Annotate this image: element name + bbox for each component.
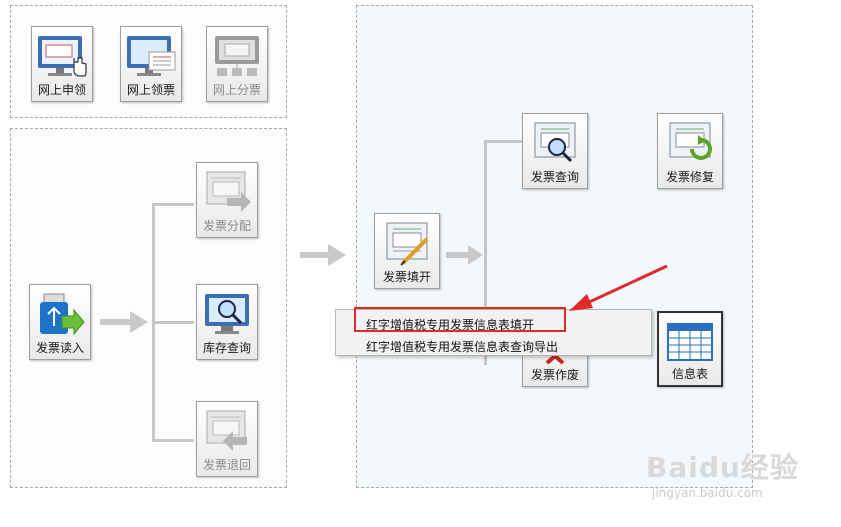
invoice-distribute-label: 发票分配 xyxy=(202,219,251,233)
invoice-read-label: 发票读入 xyxy=(35,341,84,355)
monitor-ticket-icon xyxy=(127,36,176,76)
watermark-logo: Baidu经验 xyxy=(646,451,799,484)
watermark-url: jingyan.baidu.com xyxy=(652,486,763,500)
invoice-repair-label: 发票修复 xyxy=(665,170,714,184)
invoice-query-button[interactable]: 发票查询 xyxy=(522,113,588,189)
menu-item-red-info-query-export[interactable]: 红字增值税专用发票信息表查询导出 xyxy=(366,340,559,354)
invoice-return-label: 发票退回 xyxy=(202,458,251,472)
monitor-hand-icon xyxy=(38,36,87,77)
invoice-distribute-icon xyxy=(206,171,251,212)
invoice-query-label: 发票查询 xyxy=(530,170,579,184)
right-flow-arrow xyxy=(446,245,483,265)
online-apply-button[interactable]: 网上申领 xyxy=(31,26,93,102)
online-receive-label: 网上领票 xyxy=(126,83,175,97)
usb-import-icon xyxy=(40,293,85,336)
invoice-fill-button[interactable]: 发票填开 xyxy=(374,213,440,289)
invoice-pen-icon xyxy=(386,222,429,266)
invoice-distribute-button[interactable]: 发票分配 xyxy=(196,162,258,238)
left-connector-mid xyxy=(152,321,194,324)
menu-item-red-info-fill[interactable]: 红字增值税专用发票信息表填开 xyxy=(366,318,535,332)
online-split-label: 网上分票 xyxy=(212,83,261,97)
stock-query-button[interactable]: 库存查询 xyxy=(196,284,258,360)
invoice-void-label: 发票作废 xyxy=(530,368,579,382)
invoice-fill-label: 发票填开 xyxy=(382,270,431,284)
online-split-button[interactable]: 网上分票 xyxy=(206,26,268,102)
online-receive-button[interactable]: 网上领票 xyxy=(120,26,182,102)
annotation-arrow-icon xyxy=(569,264,668,311)
network-ticket-icon xyxy=(215,36,259,76)
info-table-label: 信息表 xyxy=(671,367,708,381)
left-connector-top xyxy=(152,203,194,206)
info-table-button[interactable]: 信息表 xyxy=(657,311,723,387)
context-menu: 红字增值税专用发票信息表填开 红字增值税专用发票信息表查询导出 xyxy=(335,309,652,356)
invoice-read-button[interactable]: 发票读入 xyxy=(29,284,91,360)
stock-query-label: 库存查询 xyxy=(202,341,251,355)
table-icon xyxy=(667,323,713,361)
online-apply-label: 网上申领 xyxy=(37,83,86,97)
panel-transition-arrow xyxy=(300,244,346,266)
right-connector-vertical xyxy=(484,140,487,365)
left-flow-arrow xyxy=(100,311,148,333)
highlight-box xyxy=(354,307,566,332)
invoice-repair-icon xyxy=(669,122,712,160)
left-connector-bottom xyxy=(152,439,194,442)
invoice-repair-button[interactable]: 发票修复 xyxy=(657,113,723,189)
invoice-search-icon xyxy=(534,122,576,163)
monitor-search-icon xyxy=(205,294,249,334)
invoice-return-button[interactable]: 发票退回 xyxy=(196,401,258,477)
invoice-return-icon xyxy=(206,410,247,451)
right-connector-top xyxy=(484,140,522,143)
